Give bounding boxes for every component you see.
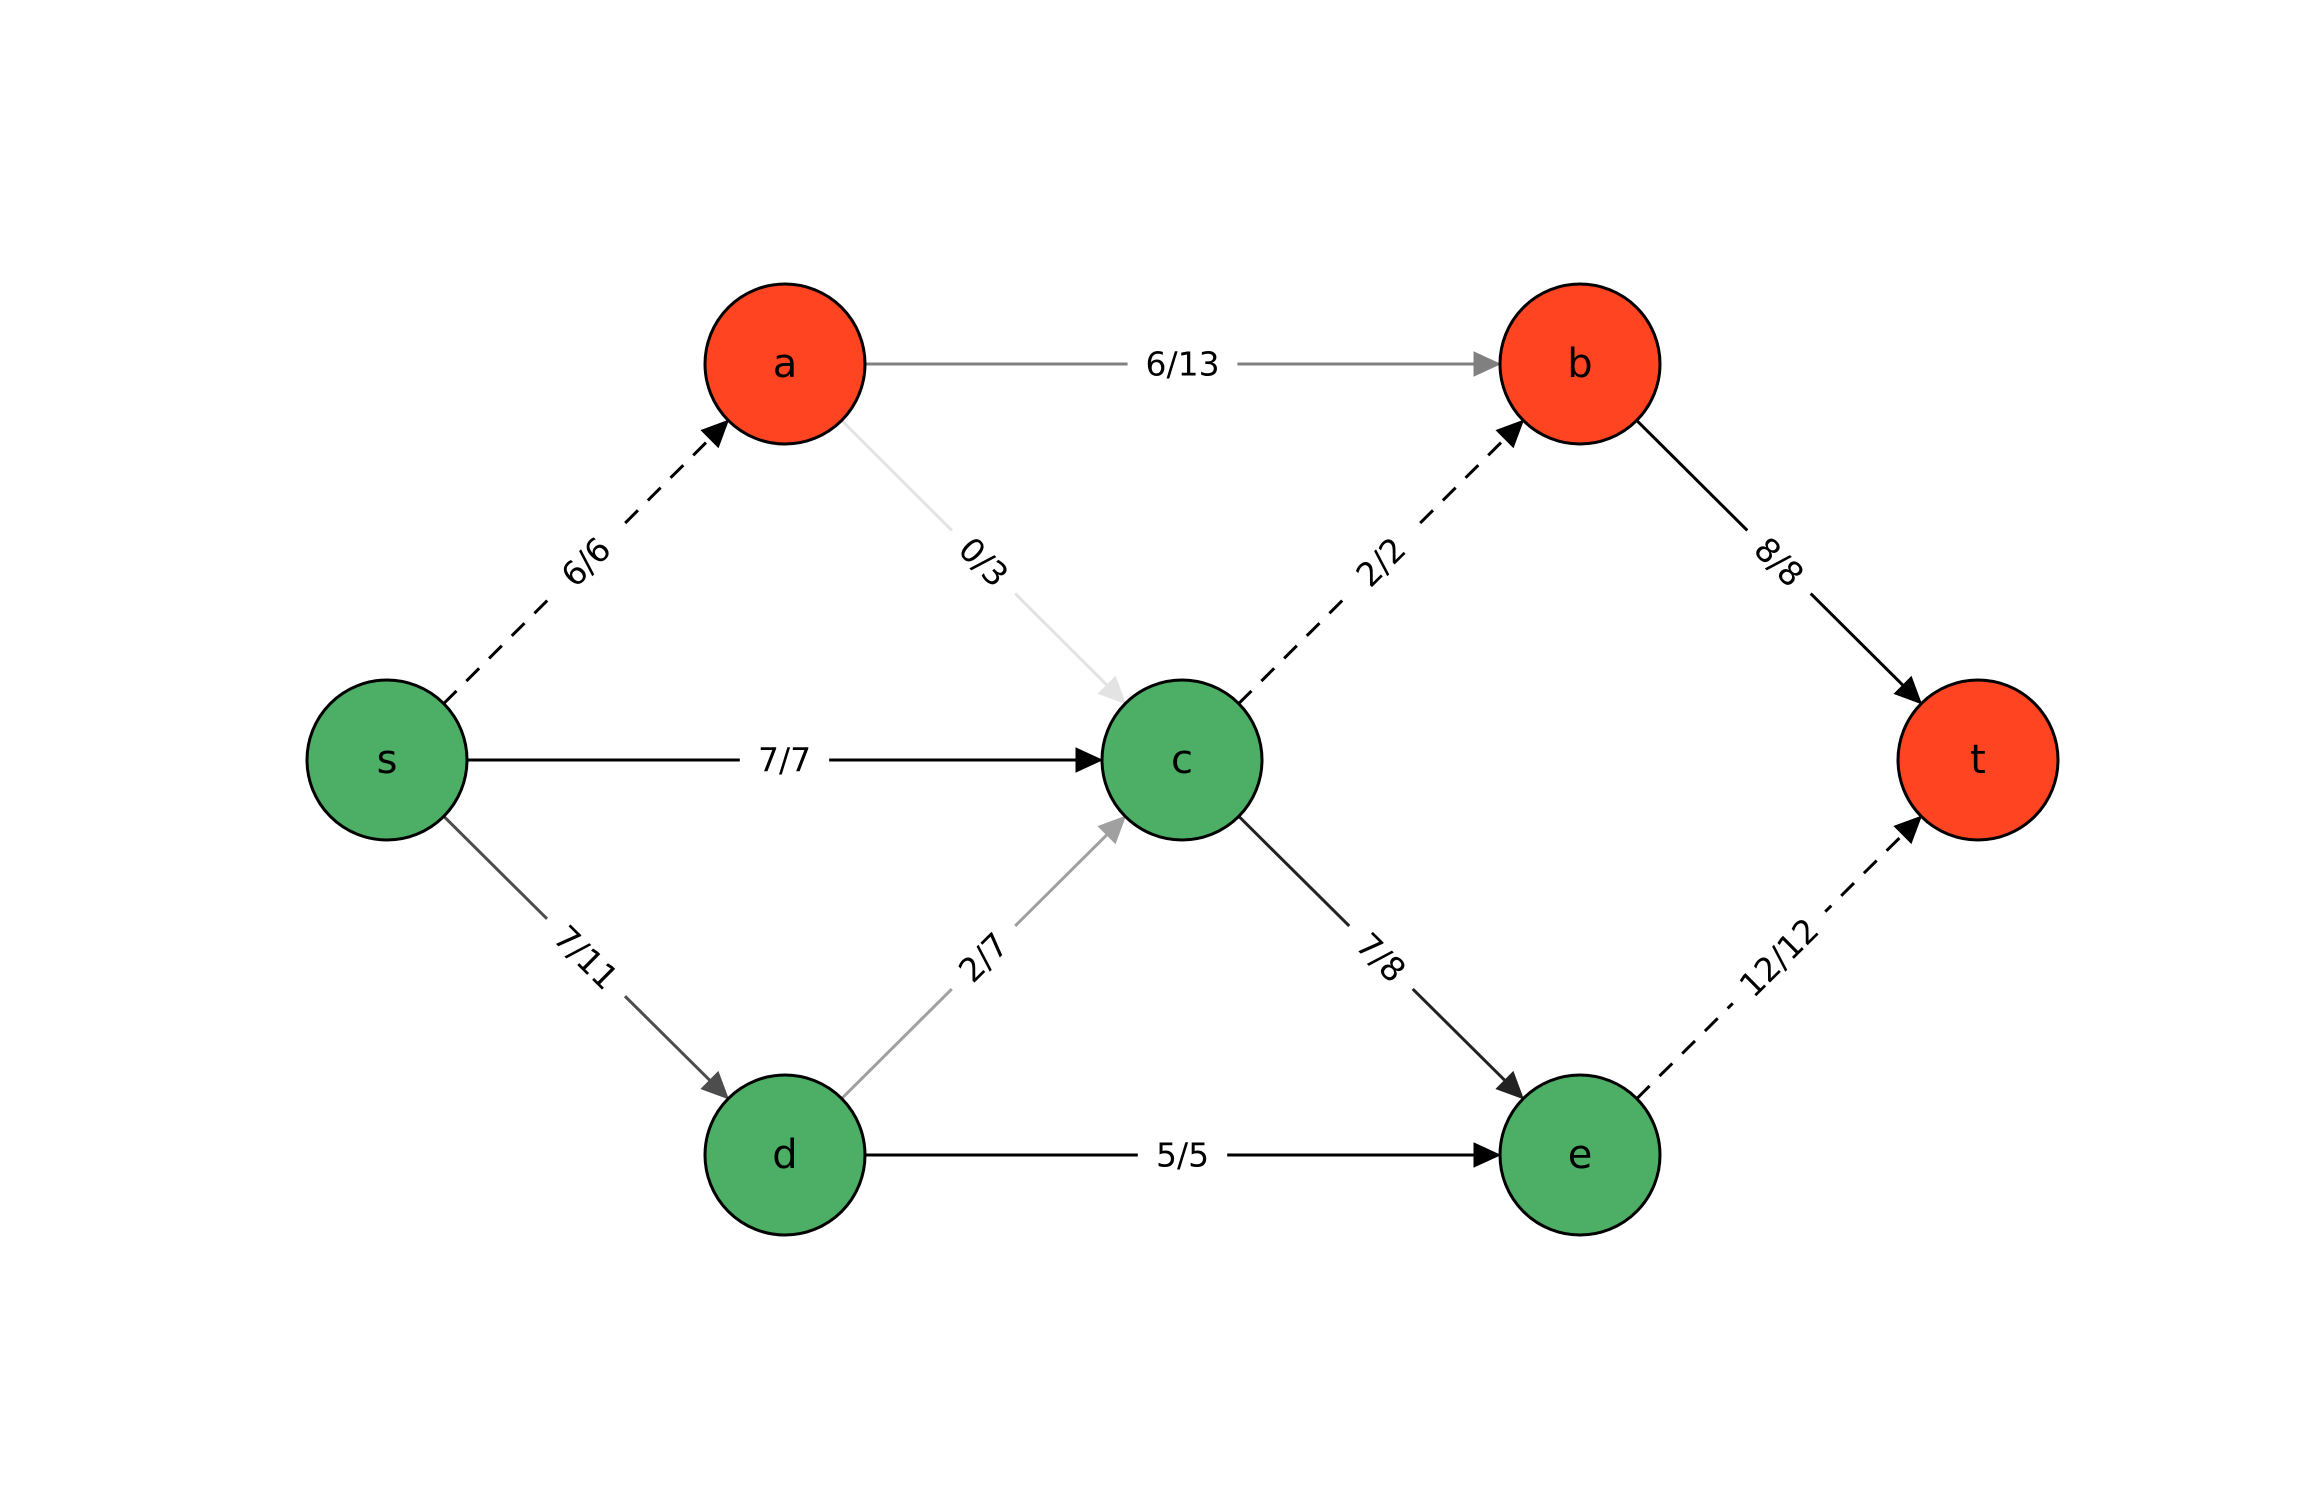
node-label-d: d <box>772 1132 797 1178</box>
node-label-a: a <box>773 341 798 387</box>
arrowhead-icon <box>700 419 730 449</box>
node-s: s <box>305 678 469 842</box>
arrowhead-icon <box>1495 419 1525 449</box>
edge-label-text: 7/7 <box>758 741 811 780</box>
node-e: e <box>1498 1073 1662 1237</box>
edge-label-d-e: 5/5 <box>1137 1132 1228 1178</box>
node-label-b: b <box>1567 341 1592 387</box>
edge-label-background <box>935 910 1032 1005</box>
node-circle-d <box>703 1073 867 1237</box>
arrowhead-icon <box>1893 675 1923 705</box>
arrowhead-icon <box>1473 351 1502 377</box>
edge-c-b <box>1237 419 1525 705</box>
edge-label-background <box>531 902 641 1013</box>
arrowhead-icon <box>1893 815 1923 845</box>
edge-label-background <box>538 514 634 610</box>
node-circle-t <box>1896 678 2060 842</box>
edge-label-text: 12/12 <box>1732 910 1827 1005</box>
node-label-c: c <box>1171 737 1193 783</box>
edge-label-s-d: 7/11 <box>531 902 641 1013</box>
arrowhead-icon <box>1473 1142 1502 1168</box>
edge-label-a-b: 6/13 <box>1127 341 1238 387</box>
edge-label-background <box>1716 895 1842 1020</box>
edge-s-a <box>442 419 730 705</box>
edge-label-text: 5/5 <box>1156 1136 1209 1175</box>
edge-label-s-c: 7/7 <box>739 737 830 783</box>
arrowhead-icon <box>1097 675 1127 705</box>
node-circle-b <box>1498 282 1662 446</box>
edge-label-s-a: 6/6 <box>538 514 634 610</box>
node-b: b <box>1498 282 1662 446</box>
node-circle-a <box>703 282 867 446</box>
edge-label-background <box>1127 341 1238 387</box>
node-label-t: t <box>1970 737 1986 783</box>
edge-label-background <box>1731 514 1827 610</box>
edge-label-c-b: 2/2 <box>1333 514 1429 610</box>
node-d: d <box>703 1073 867 1237</box>
arrowhead-icon <box>1097 815 1127 845</box>
edge-label-background <box>935 514 1032 610</box>
node-circle-c <box>1100 678 1264 842</box>
node-c: c <box>1100 678 1264 842</box>
node-a: a <box>703 282 867 446</box>
arrowhead-icon <box>700 1070 730 1100</box>
arrowhead-icon <box>1495 1070 1525 1100</box>
node-circle-s <box>305 678 469 842</box>
edge-label-background <box>1137 1132 1228 1178</box>
edge-label-e-t: 12/12 <box>1716 895 1842 1020</box>
node-t: t <box>1896 678 2060 842</box>
edge-label-background <box>1333 910 1429 1005</box>
edge-label-background <box>739 737 830 783</box>
node-label-e: e <box>1568 1132 1593 1178</box>
node-circle-e <box>1498 1073 1662 1237</box>
edge-label-background <box>1333 514 1429 610</box>
nodes-layer: s a c d b e t <box>305 282 2060 1237</box>
node-label-s: s <box>377 737 398 783</box>
edge-e-t <box>1635 815 1923 1100</box>
arrowhead-icon <box>1075 747 1104 773</box>
edge-label-text: 6/13 <box>1145 345 1219 384</box>
